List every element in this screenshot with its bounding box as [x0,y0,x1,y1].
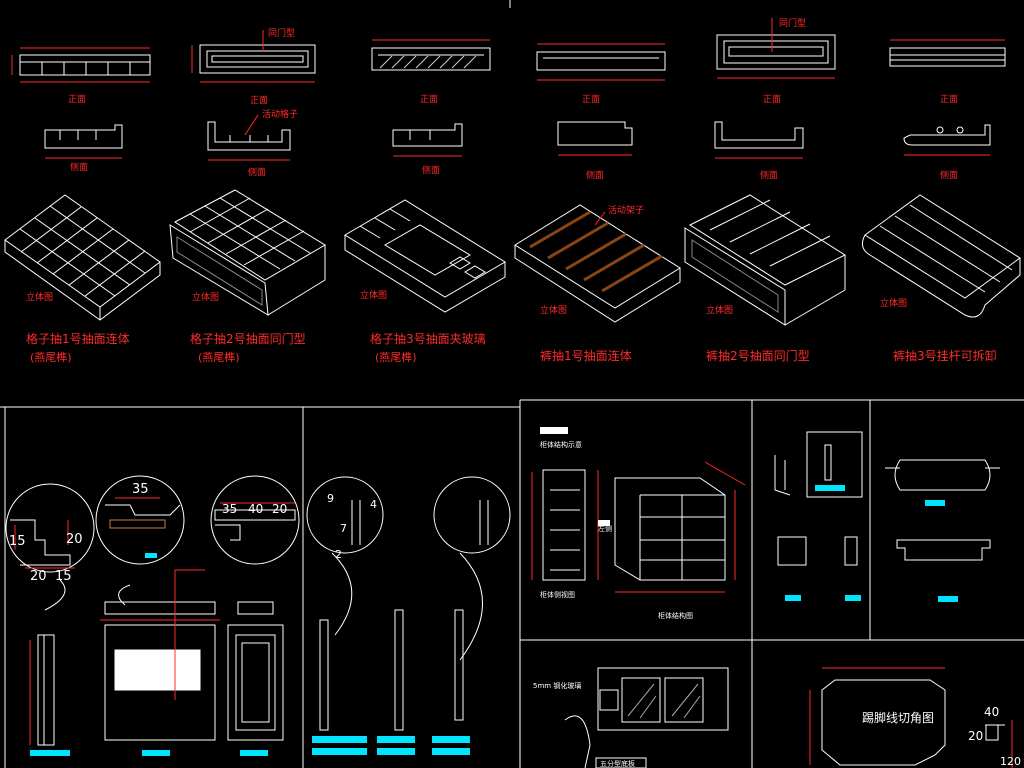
dim-a-3: 20 [30,569,47,584]
kick-plate-dims [809,667,1013,768]
view-label-side-5: 侧面 [760,169,778,181]
dim-c-1: 35 [222,502,237,516]
drawer-title-3: 格子抽3号抽面夹玻璃 [370,331,486,346]
view-label-front-2: 正面 [250,95,268,106]
view-label-iso-2: 立体图 [192,291,219,303]
view-label-iso-3: 立体图 [360,289,387,301]
kick-dim-40: 40 [984,705,999,719]
kick-label: 踢脚线切角图 [862,710,934,725]
dim-c-3: 20 [272,502,287,516]
small-details-right [774,431,1000,566]
drawer-subtitle-1: (燕尾榫) [30,350,72,364]
view-label-front-1: 正面 [68,94,86,105]
view-label-side-6: 侧面 [940,169,958,181]
front-view-2 [191,30,316,83]
iso-drawer-5 [684,194,847,326]
iso-drawer-1 [4,194,161,321]
cyan-tags-left [30,553,268,756]
kick-plate [821,679,1005,766]
kick-dim-120: 120 [1000,755,1021,768]
glass-cabinet [564,667,729,768]
drawer-title-2: 格子抽2号抽面同门型 [190,331,306,346]
drawer-title-1: 格子抽1号抽面连体 [26,331,130,346]
dim-a-4: 15 [55,569,72,584]
left-tag-box [598,520,610,526]
glass-note: 5mm 钢化玻璃 [533,681,581,690]
view-label-side-2: 侧面 [248,166,266,178]
cabinet-red-dims [531,461,746,593]
dim-a-2: 20 [66,532,83,547]
callout-movable-grid: 活动格子 [262,108,298,120]
view-label-iso-5: 立体图 [706,304,733,316]
drawer-title-5: 裤抽2号抽面同门型 [706,348,810,363]
dim-d-1: 9 [327,492,334,505]
front-view-4 [536,43,666,81]
door-elevations-left [37,579,284,746]
dim-d-3: 7 [340,522,347,535]
kick-dim-20: 20 [968,729,983,743]
iso-drawer-6 [861,194,1021,318]
dim-b-1: 35 [132,482,149,497]
cabinet-side-label: 柜体侧视图 [540,590,575,599]
cabinet-section-label: 柜体结构图 [658,611,693,620]
side-dim-lines [45,114,990,161]
callout-door-type-1: 同门型 [268,27,295,39]
callout-movable-rack: 活动架子 [608,204,644,216]
detail-dim-lines [14,497,295,569]
detail-circles-mid [306,476,511,731]
view-label-front-4: 正面 [582,94,600,105]
iso-drawer-4 [514,204,681,323]
front-view-6 [889,39,1006,67]
view-label-side-1: 侧面 [70,161,88,173]
view-label-front-6: 正面 [940,94,958,105]
cabinet-side-view [542,469,586,581]
cabinet-section-view [614,477,726,581]
view-label-side-4: 侧面 [586,169,604,181]
dim-d-2: 4 [370,498,377,511]
legend-swatch [540,427,568,434]
dim-c-2: 40 [248,502,263,516]
drawer-title-6: 裤抽3号挂杆可拆卸 [893,348,997,363]
base-note: 五分型底板 [600,759,635,768]
cyan-tags-mid [312,736,470,755]
callout-door-type-2: 同门型 [779,17,806,29]
iso-drawer-3 [344,199,506,313]
side-views [44,121,991,151]
front-view-1 [11,47,151,83]
cabinet-left-tag: 左侧 [598,524,612,533]
iso-drawer-2 [169,189,326,316]
left-red-leaders [29,569,220,745]
view-label-iso-6: 立体图 [880,297,907,309]
view-label-front-3: 正面 [420,94,438,105]
front-view-3 [371,39,491,71]
dim-d-4: 2 [335,548,342,561]
drawer-subtitle-3: (燕尾榫) [375,350,417,364]
view-label-iso-4: 立体图 [540,304,567,316]
view-label-side-3: 侧面 [422,164,440,176]
view-label-front-5: 正面 [763,94,781,105]
front-view-5 [716,18,836,79]
cabinet-legend: 柜体结构示意 [540,440,582,449]
view-label-iso-1: 立体图 [26,291,53,303]
drawer-title-4: 裤抽1号抽面连体 [540,348,632,363]
detail-circles [5,475,300,573]
dim-a-1: 15 [9,534,26,549]
cyan-tags-right [785,485,958,602]
drawer-subtitle-2: (燕尾榫) [198,350,240,364]
